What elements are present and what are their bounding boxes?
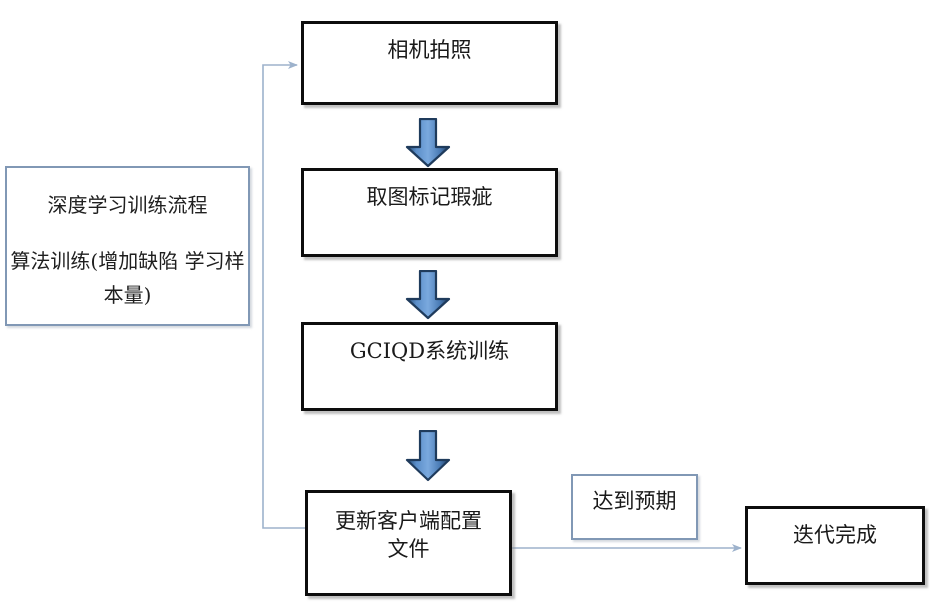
- arrow-camera-to-mark: [405, 118, 451, 168]
- node-iteration-complete[interactable]: 迭代完成: [745, 506, 925, 585]
- node-mark-defects-label: 取图标记瑕疵: [366, 185, 493, 209]
- arrow-gciqd-to-update: [405, 430, 451, 482]
- node-iteration-complete-label: 迭代完成: [793, 523, 877, 547]
- feedback-loop-to-camera-line: [262, 61, 305, 529]
- node-update-client-config[interactable]: 更新客户端配置 文件: [305, 490, 512, 596]
- panel-line-2: 算法训练(增加缺陷 学习样本量): [10, 249, 245, 307]
- label-meets-expectation-text: 达到预期: [592, 489, 677, 513]
- panel-text: 深度学习训练流程 算法训练(增加缺陷 学习样本量): [7, 188, 248, 312]
- node-camera-capture[interactable]: 相机拍照: [301, 21, 558, 105]
- panel-line-1: 深度学习训练流程: [47, 193, 208, 217]
- arrow-mark-to-gciqd: [405, 270, 451, 320]
- node-gciqd-training-label: GCIQD系统训练: [349, 339, 510, 363]
- node-gciqd-training[interactable]: GCIQD系统训练: [301, 322, 558, 411]
- node-update-client-config-label: 更新客户端配置 文件: [335, 509, 482, 561]
- node-camera-capture-label: 相机拍照: [387, 38, 472, 62]
- node-mark-defects[interactable]: 取图标记瑕疵: [301, 168, 558, 257]
- deep-learning-training-panel: 深度学习训练流程 算法训练(增加缺陷 学习样本量): [5, 166, 250, 326]
- label-meets-expectation: 达到预期: [571, 474, 698, 540]
